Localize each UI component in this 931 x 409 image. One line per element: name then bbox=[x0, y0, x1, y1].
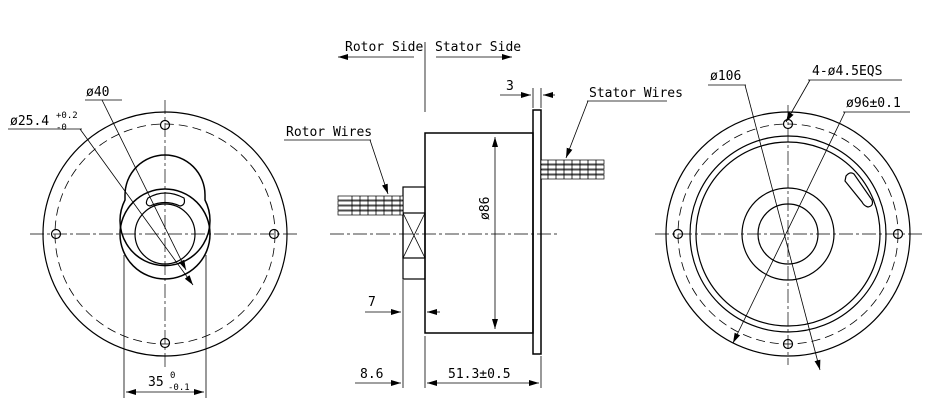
dim-106-leader bbox=[744, 84, 821, 371]
dim-holes-label: 4-ø4.5EQS bbox=[812, 64, 882, 79]
left-hole-left bbox=[50, 228, 62, 240]
dim-holes-leader bbox=[785, 79, 811, 123]
dim-8-6-label: 8.6 bbox=[360, 367, 383, 382]
dim-96-leader bbox=[732, 111, 846, 344]
left-bore bbox=[134, 203, 196, 265]
dim-40-label: ø40 bbox=[86, 85, 109, 100]
left-hole-top bbox=[159, 119, 171, 131]
left-hole-bottom bbox=[159, 337, 171, 349]
dim-3-label: 3 bbox=[506, 79, 514, 94]
dim-25-upper: +0.2 bbox=[56, 111, 78, 121]
stator-wires-label: Stator Wires bbox=[589, 86, 683, 101]
dim-35-lower: -0.1 bbox=[168, 383, 190, 393]
stator-wires-leader bbox=[565, 100, 589, 159]
rotor-wire-bundle bbox=[337, 195, 404, 216]
right-hole-bottom bbox=[782, 338, 794, 350]
left-rotor-flange bbox=[119, 154, 211, 267]
dim-51-label: 51.3±0.5 bbox=[448, 367, 511, 382]
dim-35-upper: 0 bbox=[170, 371, 175, 381]
left-rotor-slot bbox=[145, 192, 186, 207]
dim-25-label: ø25.4 bbox=[10, 114, 49, 129]
dim-86-label: ø86 bbox=[478, 197, 493, 220]
dim-96-label: ø96±0.1 bbox=[846, 96, 901, 111]
rotor-wires-label: Rotor Wires bbox=[286, 125, 372, 140]
right-hole-right bbox=[892, 228, 904, 240]
dim-7-label: 7 bbox=[368, 295, 376, 310]
stator-body bbox=[424, 132, 534, 334]
left-hole-right bbox=[268, 228, 280, 240]
dim-25-lower: -0 bbox=[56, 123, 67, 133]
dim-35-label: 35 bbox=[148, 375, 164, 390]
right-wire-slot bbox=[844, 172, 874, 208]
stator-side-label: Stator Side bbox=[435, 40, 521, 55]
rotor-side-label: Rotor Side bbox=[345, 40, 423, 55]
left-leader-25 bbox=[79, 128, 194, 286]
stator-flange bbox=[532, 109, 542, 355]
dim-106-label: ø106 bbox=[710, 69, 741, 84]
side-view: Rotor Side Stator Side Rotor Wires bbox=[284, 40, 683, 388]
left-rotor-outer bbox=[119, 188, 211, 280]
left-leader-40 bbox=[101, 99, 187, 271]
rotor-hub bbox=[402, 186, 426, 280]
stator-wire-bundle bbox=[540, 159, 605, 180]
left-view: ø40 ø25.4 +0.2 -0 35 0 -0.1 bbox=[8, 85, 300, 398]
right-hole-left bbox=[672, 228, 684, 240]
rotor-bearing bbox=[402, 212, 426, 259]
right-view: ø106 4-ø4.5EQS ø96±0.1 bbox=[655, 64, 925, 371]
rotor-wires-leader bbox=[369, 139, 389, 195]
